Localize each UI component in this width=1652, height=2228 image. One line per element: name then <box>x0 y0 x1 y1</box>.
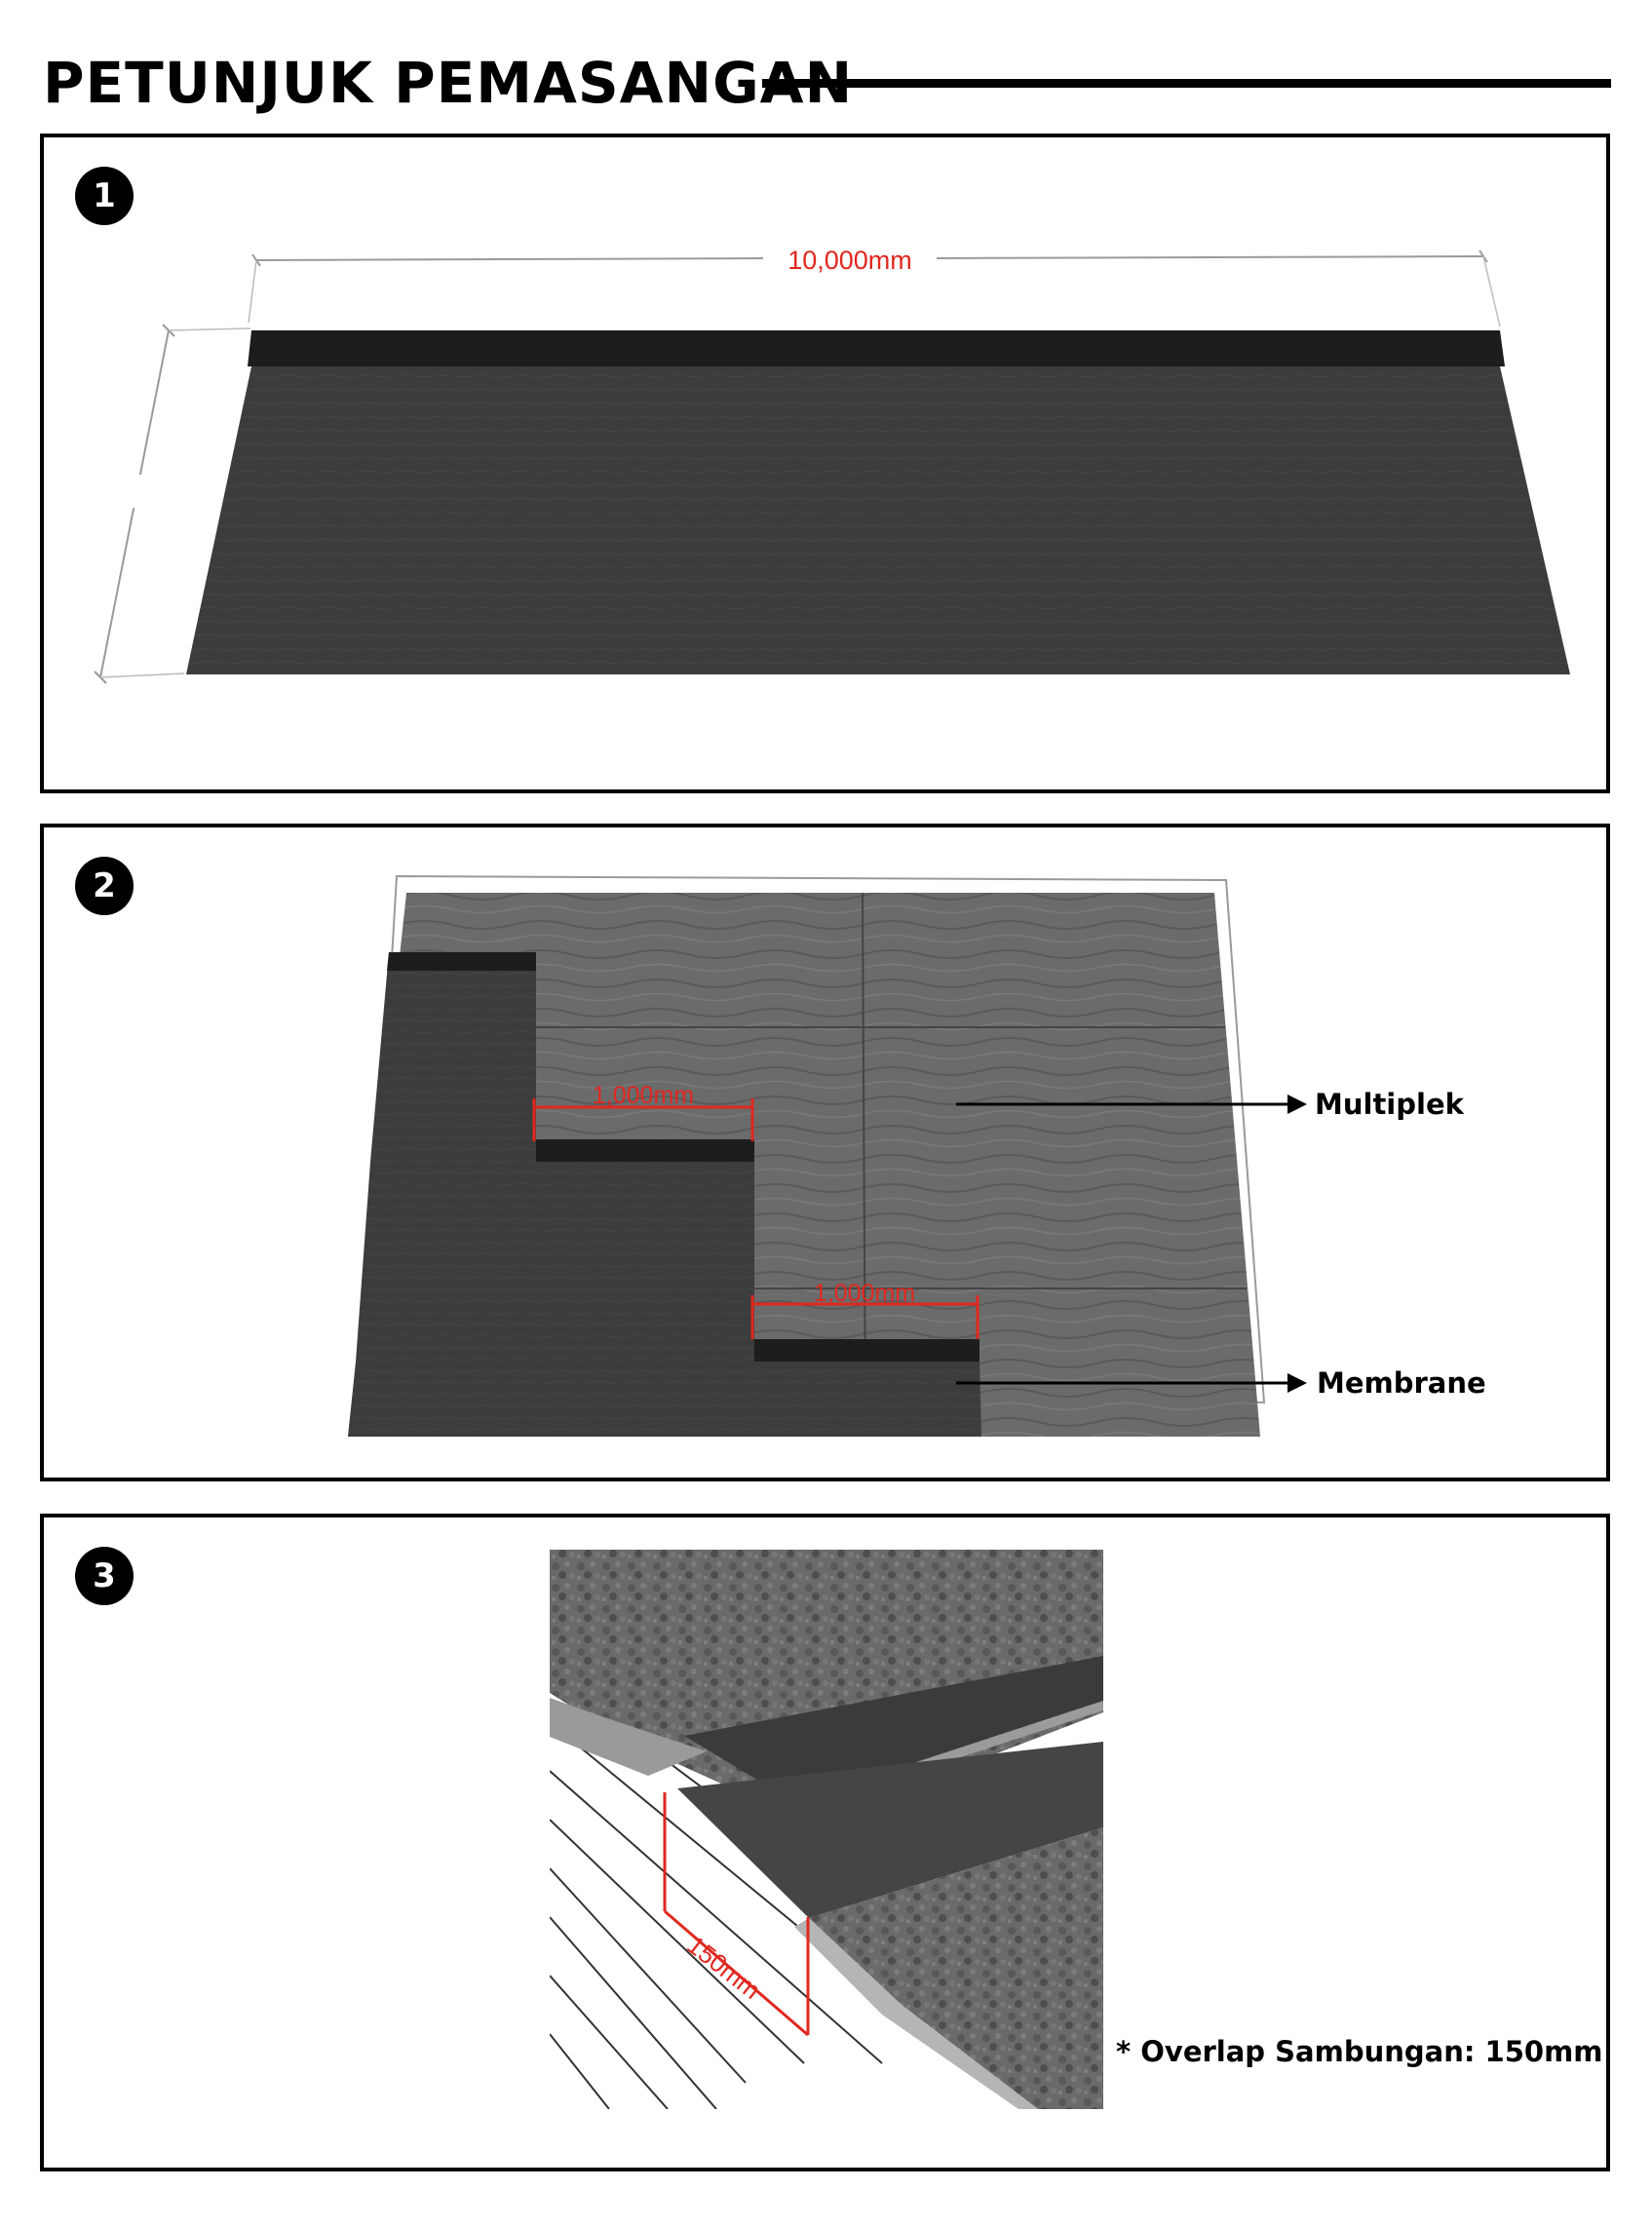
step-3-badge: 3 <box>75 1547 134 1605</box>
title-rule <box>762 79 1611 88</box>
callout-multiplek: Multiplek <box>1315 1088 1465 1121</box>
detail-image <box>550 1550 1103 2109</box>
membrane-sheet <box>186 366 1570 674</box>
step-2-badge: 2 <box>75 857 134 915</box>
membrane-sheets <box>348 952 981 1437</box>
step-1-panel: 1 10,000mm <box>40 134 1610 793</box>
membrane-roll-illustration: 10,000mm <box>61 246 1570 684</box>
overlap-dimension <box>663 1792 810 2037</box>
length-dimension-line <box>248 250 1501 327</box>
step-2-panel: 2 <box>40 824 1610 1481</box>
offset-label-1: 1,000mm <box>593 1082 694 1109</box>
selvedge-strip <box>248 330 1505 366</box>
offset-label-2: 1,000mm <box>814 1280 915 1307</box>
overlap-note: * Overlap Sambungan: 150mm <box>1116 2035 1603 2068</box>
overlap-detail-illustration: 150mm <box>550 1550 1103 2109</box>
offset-dimension-2 <box>750 1295 980 1339</box>
arrow-membrane <box>956 1373 1307 1393</box>
offset-dimension-1 <box>532 1098 754 1141</box>
membrane-layout-illustration: 1,000mm 1,000mm Multiplek Membrane <box>348 874 1486 1438</box>
page-title: PETUNJUK PEMASANGAN <box>43 50 854 116</box>
length-dimension-label: 10,000mm <box>788 246 912 275</box>
callout-membrane: Membrane <box>1317 1366 1486 1400</box>
arrow-multiplek <box>956 1095 1307 1114</box>
step-1-badge: 1 <box>75 167 134 225</box>
step-3-panel: 3 <box>40 1514 1610 2171</box>
